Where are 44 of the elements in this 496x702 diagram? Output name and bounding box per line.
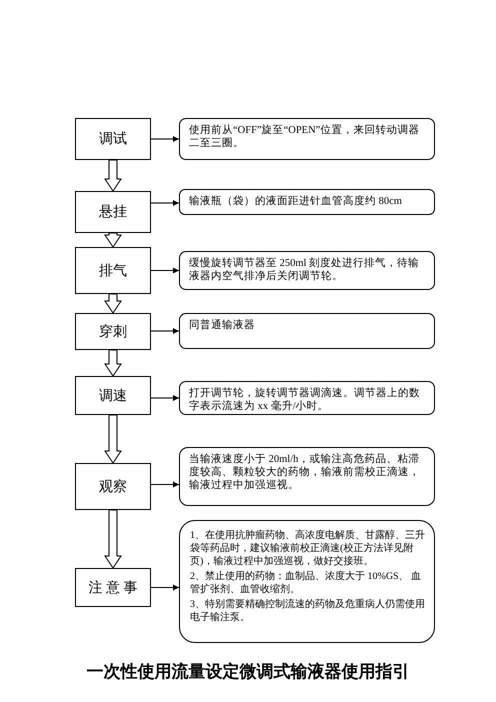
block-arrow — [104, 294, 122, 314]
note-box — [179, 251, 435, 290]
step-label: 观察 — [99, 478, 127, 496]
arrow — [150, 395, 180, 401]
step-label: 穿刺 — [99, 323, 127, 340]
block-arrow — [104, 232, 122, 248]
arrow — [150, 584, 180, 590]
step-label: 排气 — [99, 262, 127, 280]
step-label: 调速 — [99, 388, 127, 404]
block-arrow — [104, 510, 122, 569]
process-box — [75, 191, 151, 233]
note-box — [179, 313, 435, 349]
arrow — [150, 200, 180, 206]
arrow — [150, 482, 180, 488]
note-text: 输液瓶（袋）的液面距进针血管高度约 80cm — [189, 195, 403, 208]
note-text: 缓慢旋转调节器至 250ml 刻度处进行排气，待输液器内空气排净后关闭调节轮。 — [189, 257, 420, 283]
step-label: 悬挂 — [99, 204, 127, 221]
block-arrow — [104, 350, 122, 377]
arrow — [150, 136, 180, 142]
process-box — [75, 376, 151, 415]
title: 一次性使用流量设定微调式输液器使用指引 — [86, 661, 410, 683]
note-text: 3、特别需要精确控制流速的药物及危重病人仍需使用电子输注泵。 — [190, 598, 426, 624]
note-text: 2、禁止使用的药物：血制品、浓度大于 10%GS、 血管扩张剂、血管收缩剂。 — [190, 570, 422, 596]
process-box — [75, 568, 151, 607]
process-box — [75, 118, 151, 160]
block-arrow — [104, 414, 122, 464]
note-text: 使用前从“OFF”旋至“OPEN”位置，来回转动调器二至三圈。 — [189, 124, 420, 150]
process-box — [75, 313, 151, 350]
note-box — [179, 447, 435, 506]
note-box — [179, 381, 435, 415]
note-text: 同普通输液器 — [189, 319, 256, 332]
note-box — [179, 520, 435, 643]
arrow — [150, 268, 180, 274]
step-label: 调试 — [99, 130, 127, 148]
note-box — [179, 118, 435, 160]
arrow — [150, 328, 180, 334]
note-box — [179, 189, 435, 215]
step-label: 注 意 事 — [88, 579, 138, 596]
process-box — [75, 463, 151, 510]
process-box — [75, 247, 151, 294]
note-text: 1、在使用抗肿瘤药物、高浓度电解质、甘露醇、三升袋等药品时，建议输液前校正滴速(校正方法详见附页)，输液过程中加强巡视，做好交接班。 — [190, 529, 426, 568]
note-text: 当输液速度小于 20ml/h，或输注高危药品、粘滞度较高、颗粒较大的药物，输液前需校正滴速，输液过程中加强巡视。 — [189, 453, 421, 492]
block-arrow — [104, 160, 122, 192]
note-text: 打开调节轮，旋转调节器调滴速。调节器上的数字表示流速为 xx 毫升/小时。 — [189, 387, 421, 413]
